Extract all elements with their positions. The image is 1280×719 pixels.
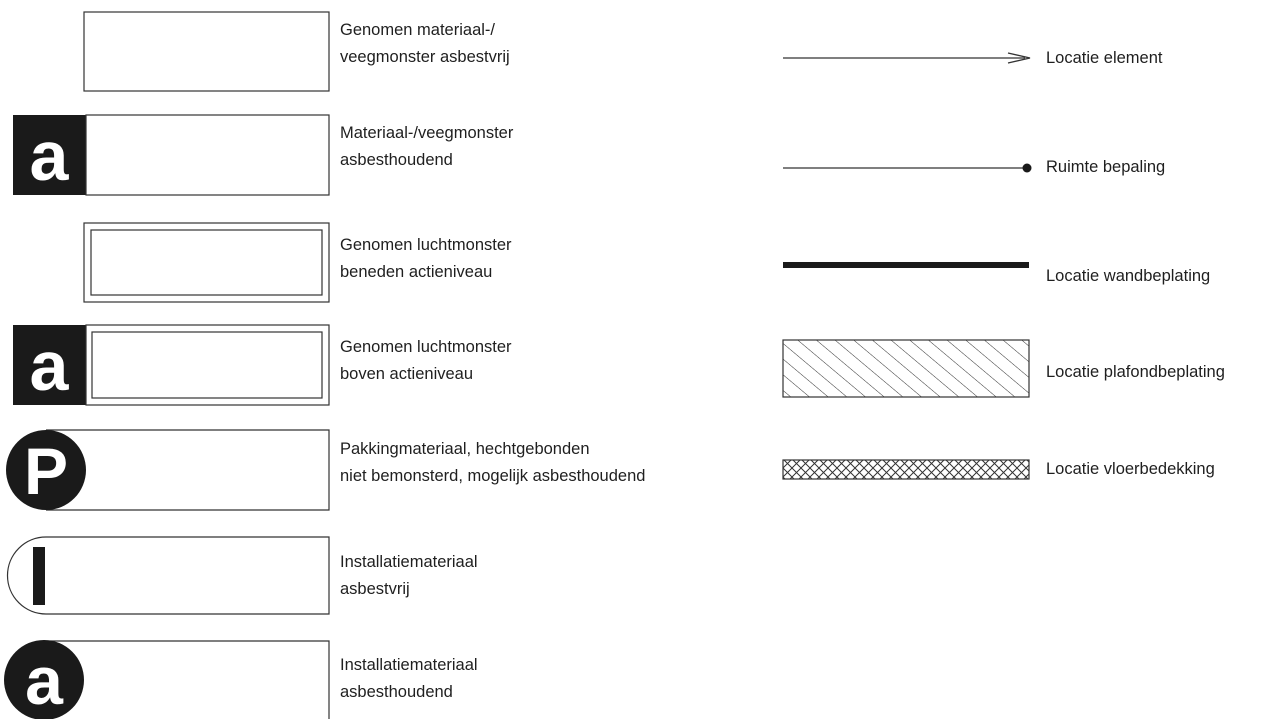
label-line: boven actieniveau [340,365,474,383]
legend-label: Genomen materiaal-/ veegmonster asbestvr… [340,17,510,71]
label-line: asbesthoudend [340,683,453,701]
symbol-thick-line [783,262,1029,268]
legend-label-plafondbeplating: Locatie plafondbeplating [1046,363,1225,381]
symbol-dot-line [783,163,1032,173]
label-line: Genomen materiaal-/ [340,21,495,39]
symbol-installation-asbestos-free [6,536,330,615]
symbol-air-sample-below-action-level [83,222,330,303]
label-line: Pakkingmateriaal, hechtgebonden [340,440,590,458]
legend-label-vloerbedekking: Locatie vloerbedekking [1046,460,1215,478]
label-line: Genomen luchtmonster [340,338,512,356]
legend-label-locatie-element: Locatie element [1046,49,1163,67]
label-line: Materiaal-/veegmonster [340,124,514,142]
legend-label: Installatiemateriaal asbesthoudend [340,652,478,706]
symbol-sample-asbestos-free [83,11,330,92]
label-line: Genomen luchtmonster [340,236,512,254]
legend-label: Materiaal-/veegmonster asbesthoudend [340,120,513,174]
label-line: asbesthoudend [340,151,453,169]
label-line: niet bemonsterd, mogelijk asbesthoudend [340,467,646,485]
symbol-arrow-line [783,52,1031,64]
label-line: veegmonster asbestvrij [340,48,510,66]
legend-label: Genomen luchtmonster beneden actieniveau [340,232,512,286]
label-line: beneden actieniveau [340,263,493,281]
p-glyph-icon: P [24,434,68,508]
legend-label: Installatiemateriaal asbestvrij [340,549,478,603]
a-glyph-icon: a [30,117,70,195]
legend-label: Genomen luchtmonster boven actieniveau [340,334,512,388]
i-bar-icon [33,547,45,605]
symbol-installation-asbestos-containing: a [4,640,330,719]
label-line: Installatiemateriaal [340,656,478,674]
label-line: Installatiemateriaal [340,553,478,571]
symbol-diagonal-hatch [782,339,1030,398]
a-glyph-icon: a [25,643,64,719]
legend-label-wandbeplating: Locatie wandbeplating [1046,267,1211,285]
legend-label-ruimte-bepaling: Ruimte bepaling [1046,158,1166,176]
label-line: asbestvrij [340,580,410,598]
a-glyph-icon: a [30,327,70,405]
symbol-air-sample-above-action-level: a [13,324,330,406]
symbol-packing-material: P [6,429,330,511]
symbol-sample-asbestos-containing: a [13,114,330,196]
symbol-cross-hatch [782,459,1030,480]
legend-label: Pakkingmateriaal, hechtgebonden niet bem… [340,436,645,490]
